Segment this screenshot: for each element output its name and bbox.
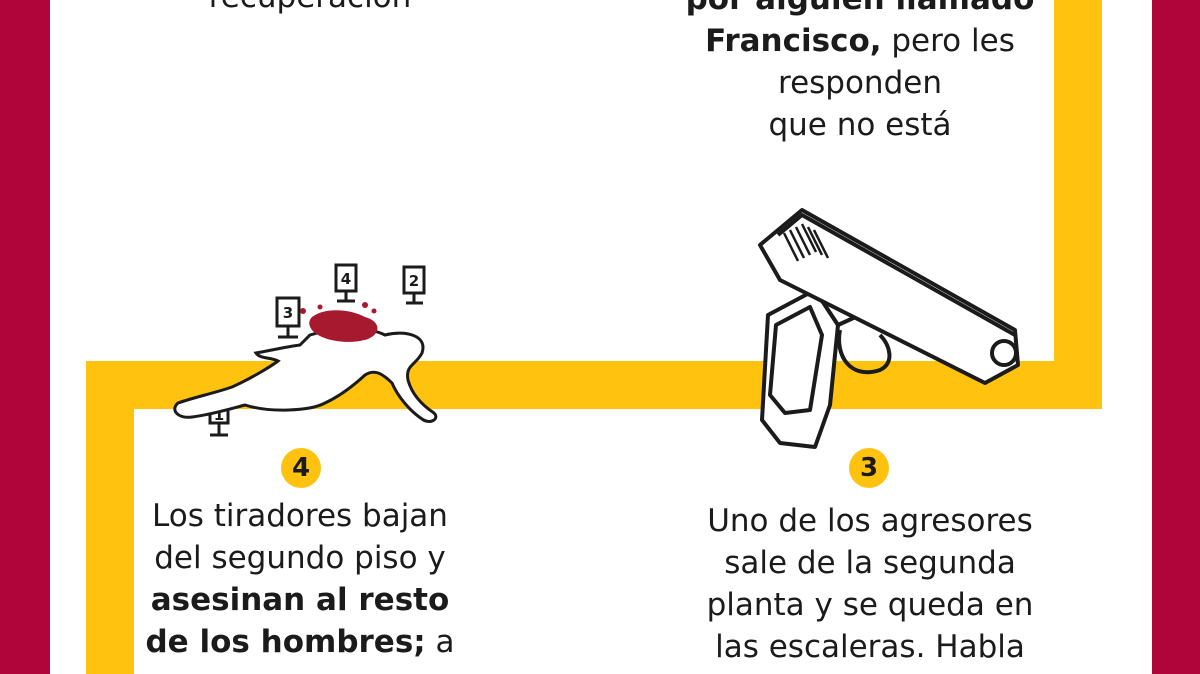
- step2-line3: responden: [778, 65, 942, 101]
- step2-line2: Francisco, pero les: [660, 20, 1060, 62]
- step2-line1: por alguien llamado: [660, 0, 1060, 20]
- pistol-icon: [758, 208, 1020, 449]
- step3-badge: 3: [849, 448, 889, 488]
- step2-line4: que no está: [768, 107, 952, 143]
- step3-text: Uno de los agresores sale de la segunda …: [680, 500, 1060, 668]
- step3-line2: sale de la segunda: [724, 545, 1016, 581]
- step4-text: Los tiradores bajan del segundo piso y a…: [130, 495, 470, 663]
- right-frame-border: [1152, 0, 1200, 674]
- step4-line3: asesinan al resto: [130, 579, 470, 621]
- step2-line2-rest: pero les: [881, 23, 1015, 59]
- marker-3-label: 3: [283, 304, 293, 322]
- step2-line2-bold: Francisco,: [705, 23, 882, 59]
- left-frame-border: [0, 0, 50, 674]
- step4-line2: del segundo piso y: [154, 540, 446, 576]
- marker-2-label: 2: [409, 272, 419, 290]
- step3-line3: planta y se queda en: [706, 587, 1034, 623]
- step4-line3-bold: asesinan al resto: [150, 582, 450, 618]
- step4-line1: Los tiradores bajan: [152, 498, 448, 534]
- step4-line4-bold: de los hombres;: [145, 624, 426, 660]
- crime-scene-body-icon: 3 4 2 1: [173, 263, 438, 437]
- step3-line4: las escaleras. Habla: [715, 629, 1025, 665]
- step1-text-tail: recuperación: [190, 0, 430, 18]
- step4-line4: de los hombres; a: [130, 621, 470, 663]
- step2-text: por alguien llamado Francisco, pero les …: [660, 0, 1060, 146]
- marker-4-label: 4: [341, 270, 351, 288]
- step4-badge: 4: [281, 448, 321, 488]
- marker-1-label: 1: [214, 406, 224, 424]
- step4-line4-rest: a: [425, 624, 455, 660]
- step3-line1: Uno de los agresores: [707, 503, 1033, 539]
